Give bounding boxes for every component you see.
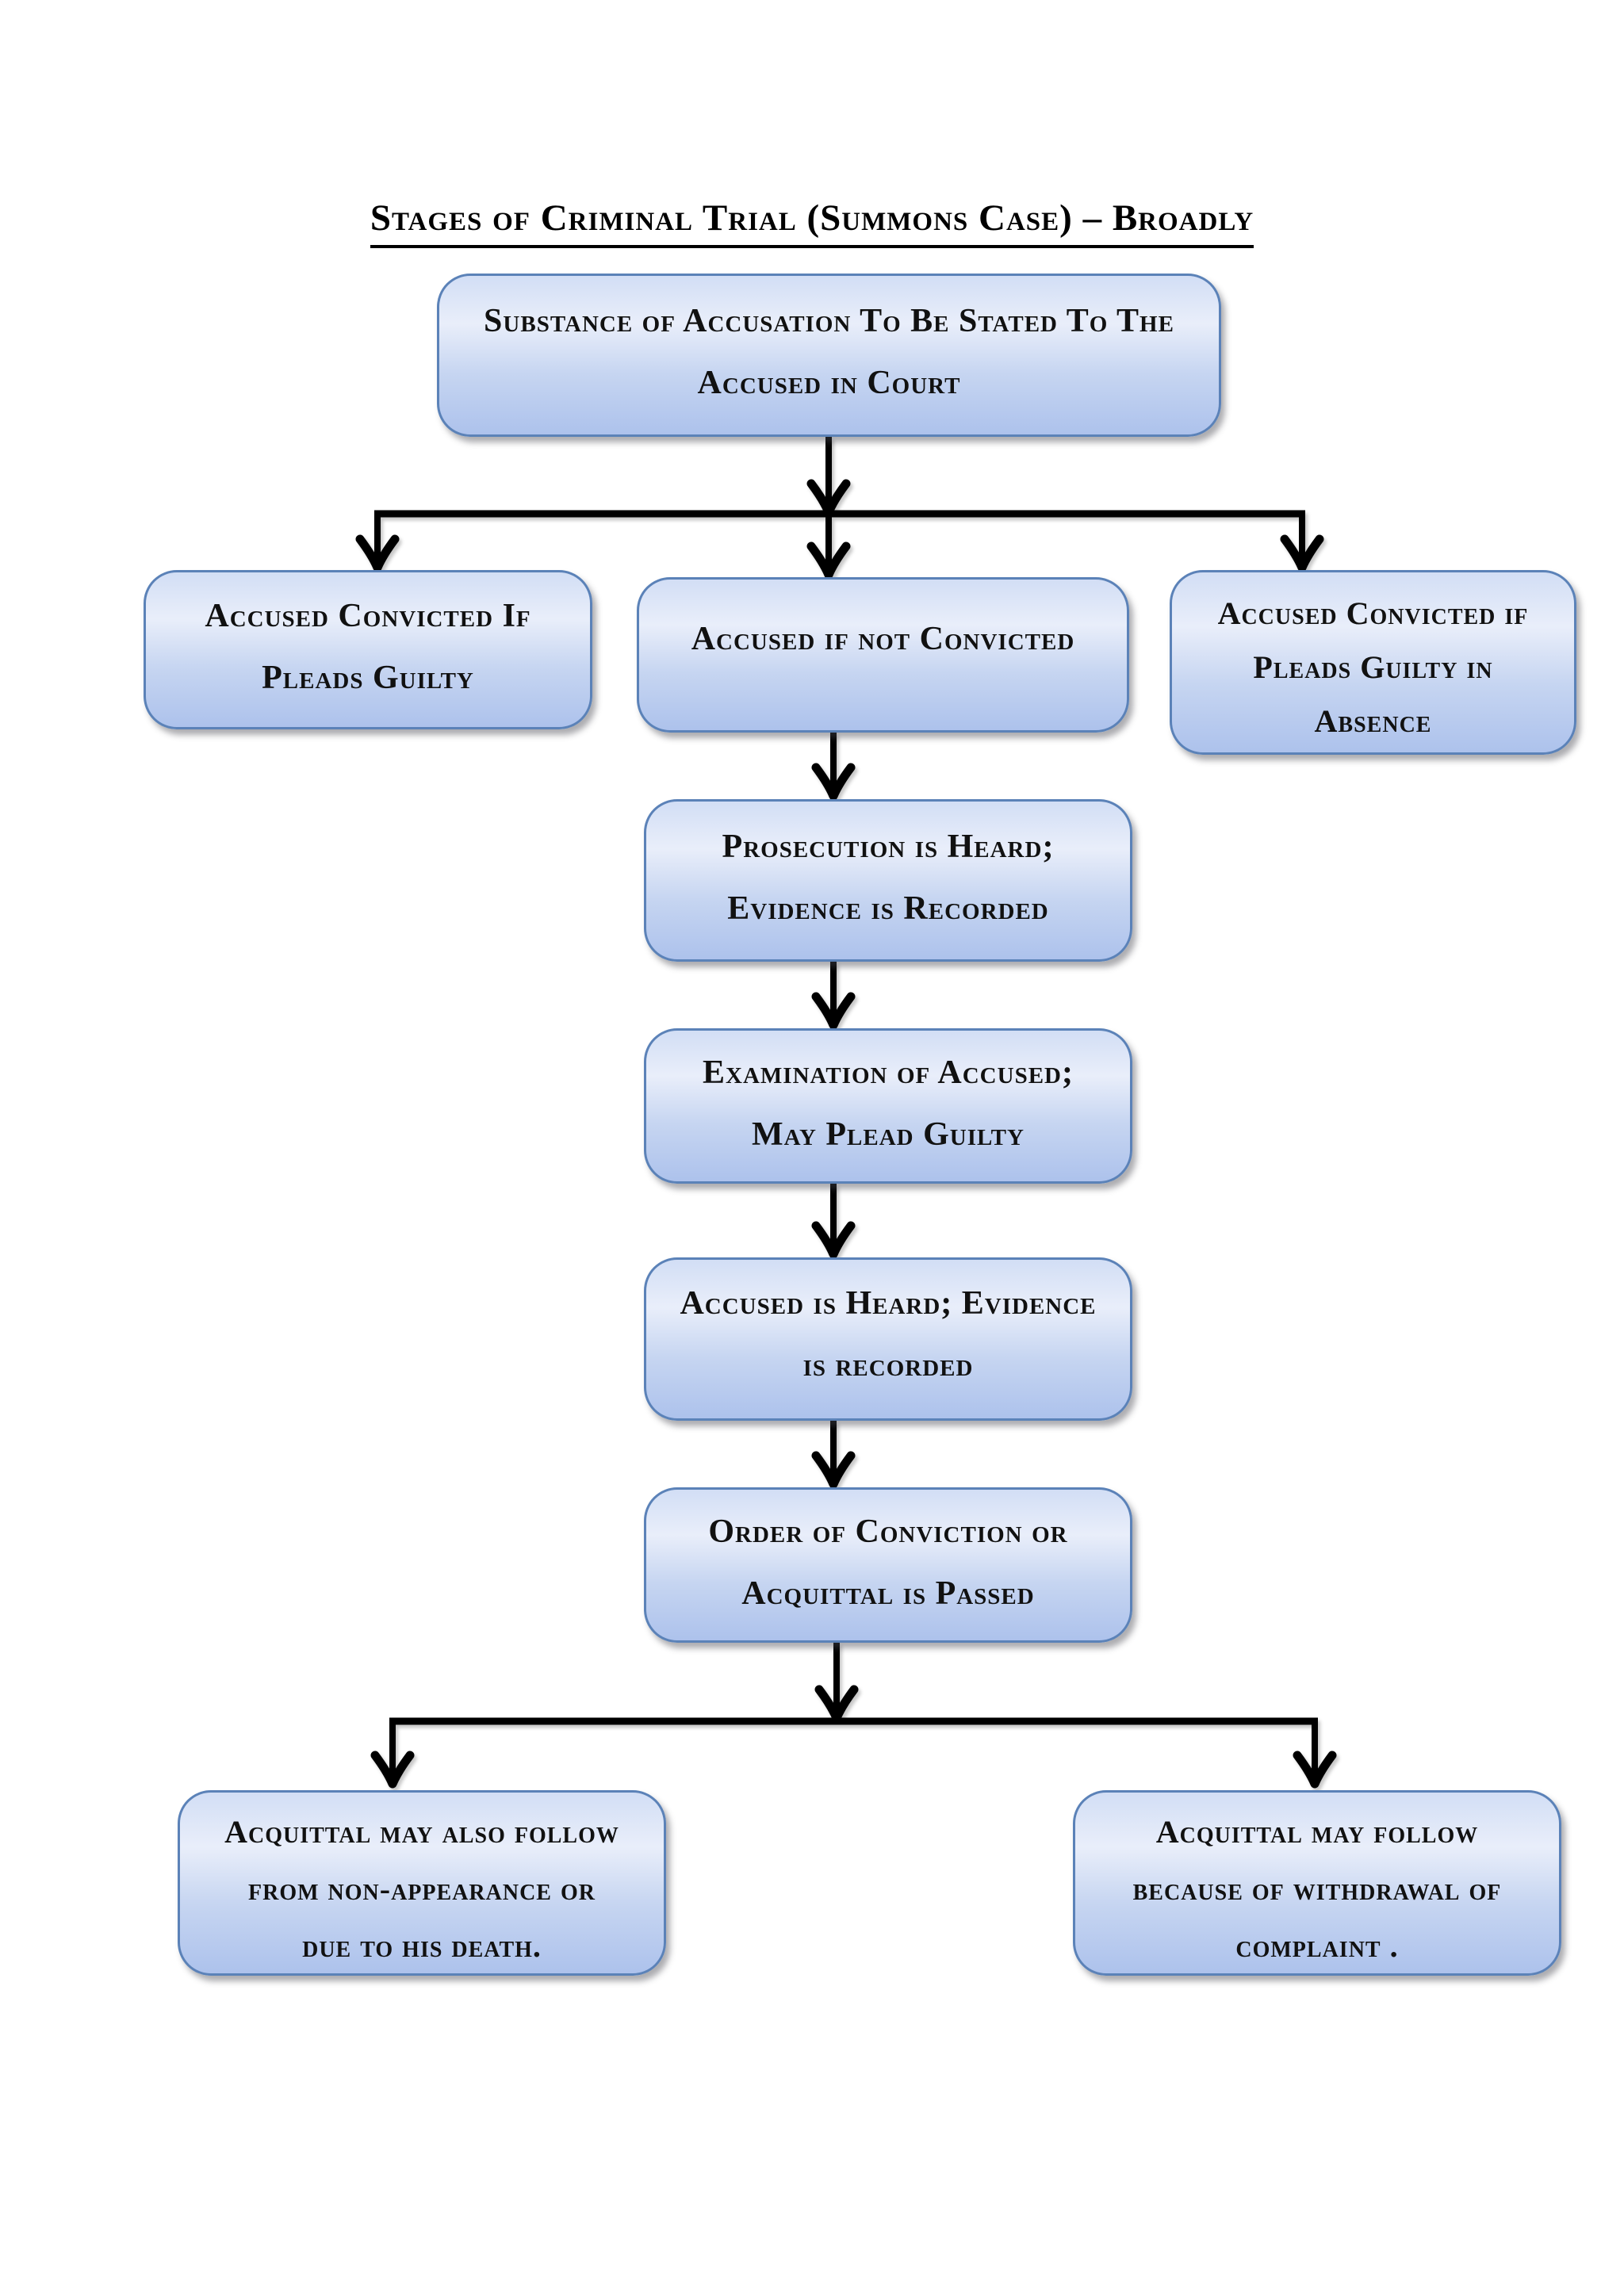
node-order-of-conviction-or-acquittal: Order of Conviction or Acquittal is Pass… xyxy=(644,1487,1132,1643)
node-accused-heard: Accused is Heard; Evidence is recorded xyxy=(644,1257,1132,1421)
node-text-line: Accused in Court xyxy=(697,365,961,401)
node-examination-of-accused: Examination of Accused; May Plead Guilty xyxy=(644,1028,1132,1184)
node-text-line: Acquittal is Passed xyxy=(741,1575,1035,1612)
connector-bar-to-bottom-left-node xyxy=(370,1721,415,1789)
connector-bar-to-bottom-right-node xyxy=(1293,1721,1337,1789)
connector-prosecution-to-examination xyxy=(811,962,856,1030)
node-text-line: Prosecution is Heard; xyxy=(722,828,1055,865)
node-accused-if-not-convicted: Accused if not Convicted xyxy=(637,577,1129,733)
node-text-line: May Plead Guilty xyxy=(752,1116,1025,1153)
connector-order-to-bottom-bar xyxy=(389,1643,1318,1725)
connector-branch-to-right-node xyxy=(1280,514,1324,572)
node-text-line: Accused if not Convicted xyxy=(691,621,1075,657)
node-text-line: Evidence is Recorded xyxy=(727,890,1049,927)
connector-examination-to-heard xyxy=(811,1184,856,1259)
node-text-line: Accused Convicted if xyxy=(1217,595,1529,631)
node-text-line: is recorded xyxy=(802,1347,974,1383)
node-text-line: from non-appearance or xyxy=(248,1871,596,1907)
node-text-line: Order of Conviction or xyxy=(708,1513,1068,1550)
node-text-line: Substance of Accusation To Be Stated To … xyxy=(484,303,1174,339)
node-text-line: because of withdrawal of xyxy=(1132,1871,1502,1907)
node-text-line: due to his death. xyxy=(302,1928,542,1964)
node-convicted-if-pleads-guilty-in-absence: Accused Convicted if Pleads Guilty in Ab… xyxy=(1170,570,1576,755)
connector-notconvicted-to-prosecution xyxy=(811,733,856,801)
page-title-text: Stages of Criminal Trial (Summons Case) … xyxy=(370,197,1254,248)
node-text-line: Accused is Heard; Evidence xyxy=(680,1285,1097,1322)
connector-branch-to-left-node xyxy=(355,514,400,572)
connector-top-to-branch-bar xyxy=(374,437,1305,518)
node-substance-of-accusation: Substance of Accusation To Be Stated To … xyxy=(437,274,1221,437)
node-prosecution-heard: Prosecution is Heard; Evidence is Record… xyxy=(644,799,1132,962)
connector-branch-to-center-node xyxy=(806,514,851,580)
node-text-line: Accused Convicted If xyxy=(205,598,531,634)
connector-heard-to-order xyxy=(811,1421,856,1489)
node-convicted-if-pleads-guilty: Accused Convicted If Pleads Guilty xyxy=(144,570,592,729)
node-text-line: Acquittal may follow xyxy=(1155,1814,1479,1850)
node-text-line: Pleads Guilty xyxy=(262,660,474,696)
node-text-line: Acquittal may also follow xyxy=(224,1814,619,1850)
node-acquittal-withdrawal-of-complaint: Acquittal may follow because of withdraw… xyxy=(1073,1790,1561,1976)
node-text-line: Examination of Accused; xyxy=(703,1054,1074,1091)
node-acquittal-non-appearance-or-death: Acquittal may also follow from non-appea… xyxy=(178,1790,666,1976)
page-title: Stages of Criminal Trial (Summons Case) … xyxy=(0,197,1624,248)
node-text-line: complaint . xyxy=(1235,1928,1399,1964)
node-text-line: Absence xyxy=(1314,703,1432,739)
node-text-line: Pleads Guilty in xyxy=(1253,649,1493,685)
